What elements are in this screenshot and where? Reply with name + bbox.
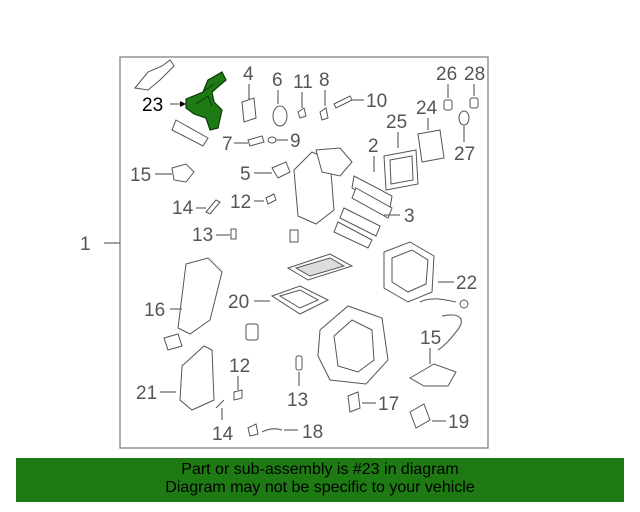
callout-12-bottom: 12 (229, 356, 250, 377)
callout-27: 27 (454, 144, 475, 165)
callout-3: 3 (404, 206, 415, 227)
callout-28: 28 (464, 64, 485, 85)
vehicle-fitment-banner: Part or sub-assembly is #23 in diagram D… (16, 458, 624, 502)
callout-15-left: 15 (130, 165, 151, 186)
callout-17: 17 (378, 394, 399, 415)
part-hose-loop (437, 314, 462, 351)
callout-10: 10 (366, 91, 387, 112)
part-filter-grille-inner (294, 257, 346, 277)
part-2-fins (351, 187, 393, 219)
callout-9: 9 (290, 131, 301, 152)
callout-11: 11 (293, 72, 313, 93)
part-17 (347, 391, 361, 413)
part-4 (241, 97, 257, 123)
callout-14-bottom: 14 (212, 424, 234, 445)
part-20-inner (278, 289, 320, 309)
callout-24: 24 (416, 98, 438, 119)
part-grommet-right (459, 299, 469, 309)
callout-19: 19 (448, 412, 469, 433)
part-3-lower (333, 221, 373, 249)
part-16-duct (177, 257, 223, 335)
callout-13-top: 13 (192, 225, 213, 246)
part-hose-right (419, 298, 457, 303)
part-10 (333, 95, 353, 109)
part-18 (247, 423, 259, 437)
part-23-detail (195, 83, 215, 107)
part-3 (339, 207, 381, 237)
part-12-top (265, 193, 277, 205)
callout-4: 4 (243, 64, 254, 85)
callout-21: 21 (136, 383, 157, 404)
part-23-highlighted[interactable] (185, 71, 227, 131)
callout-5: 5 (240, 164, 251, 185)
part-8 (319, 107, 329, 121)
part-9 (267, 136, 277, 144)
callout-22: 22 (456, 273, 477, 294)
part-7 (247, 135, 265, 147)
banner-line-part-number: Part or sub-assembly is #23 in diagram (181, 461, 459, 478)
callout-6: 6 (272, 70, 283, 91)
callout-2: 2 (368, 136, 379, 157)
part-6 (272, 105, 288, 127)
part-25-inner (389, 155, 414, 185)
callout-25: 25 (386, 112, 407, 133)
part-filter-panel (171, 119, 209, 147)
callout-18: 18 (302, 422, 323, 443)
banner-line-disclaimer: Diagram may not be specific to your vehi… (165, 479, 475, 496)
callout-8: 8 (319, 70, 330, 91)
parts-diagram: 1 23 4 6 11 8 10 7 9 5 15 14 12 (80, 56, 489, 449)
part-19 (409, 403, 431, 429)
callout-26: 26 (436, 64, 457, 85)
part-21-duct (179, 345, 215, 411)
part-15-right (409, 363, 457, 387)
part-grommet-left (163, 333, 183, 351)
part-13-bottom (295, 355, 303, 371)
part-wire-bottom (215, 399, 225, 409)
part-1-housing-detail (315, 147, 353, 177)
part-11 (297, 107, 307, 119)
callout-16: 16 (144, 300, 165, 321)
callout-13-bottom: 13 (287, 390, 308, 411)
part-18-wire (261, 428, 283, 433)
part-clip-left (245, 323, 259, 341)
part-5 (271, 161, 291, 179)
part-15-left (171, 163, 195, 183)
part-24-heater-core (417, 129, 445, 163)
callout-1: 1 (80, 234, 91, 255)
part-blower-detail (333, 319, 375, 373)
callout-12-top: 12 (230, 192, 251, 213)
part-26 (443, 99, 453, 111)
callout-20: 20 (228, 292, 249, 313)
arrowhead-23 (180, 101, 186, 107)
callout-7: 7 (222, 134, 233, 155)
part-13-top (230, 228, 237, 240)
part-23-shape (185, 71, 227, 131)
part-clip-middle (289, 229, 299, 243)
part-duct-top-left (134, 59, 175, 91)
part-12-bottom (233, 389, 243, 401)
callout-15-right: 15 (420, 328, 441, 349)
callout-14-left: 14 (172, 198, 194, 219)
diagram-frame (119, 56, 489, 449)
part-28 (469, 97, 479, 109)
callout-23: 23 (142, 95, 163, 116)
part-22-detail (391, 249, 429, 293)
part-14-left (205, 199, 221, 215)
part-27 (458, 110, 470, 126)
